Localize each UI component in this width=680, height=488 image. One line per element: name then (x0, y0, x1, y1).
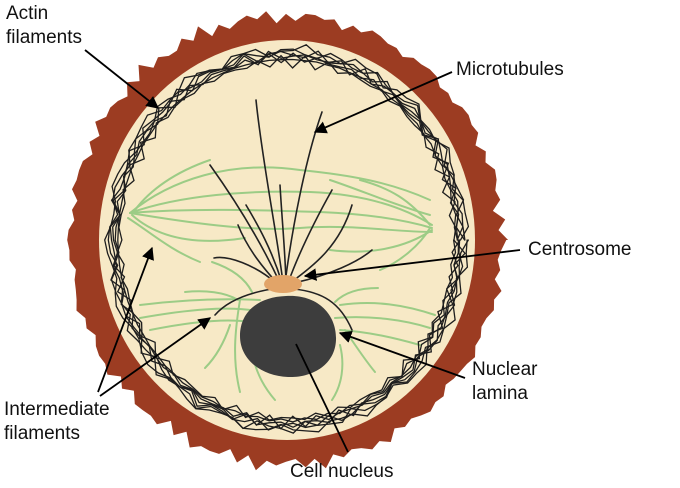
leader-centrosome (303, 249, 521, 281)
leader-cell-nucleus (295, 343, 349, 453)
label-microtubules: Microtubules (456, 59, 564, 80)
label-nuclear-lamina: Nuclear lamina (472, 358, 537, 406)
cell-nucleus (240, 295, 337, 378)
centrosome (264, 275, 302, 293)
label-actin-filaments: Actin filaments (6, 2, 82, 50)
leader-intermediate-1 (97, 246, 154, 393)
label-leader-lines (84, 49, 521, 453)
label-nuclear-line1: Nuclear (472, 359, 538, 380)
leader-actin (84, 49, 159, 109)
label-centrosome: Centrosome (528, 239, 632, 260)
label-intermediate-filaments: Intermediate filaments (4, 398, 110, 446)
label-actin-line1: Actin (6, 3, 49, 24)
leader-nuclear-lamina (338, 330, 466, 379)
label-intermediate-line2: filaments (4, 423, 81, 444)
label-nuclear-line2: lamina (472, 383, 528, 404)
leader-intermediate-2 (99, 317, 212, 397)
leader-microtubules (313, 71, 453, 134)
actin-filament (113, 52, 460, 430)
label-intermediate-line1: Intermediate (4, 399, 110, 420)
cytoplasm (99, 40, 475, 440)
label-actin-line2: filaments (6, 27, 83, 48)
actin-filament (109, 50, 464, 431)
label-cell-nucleus: Cell nucleus (290, 461, 394, 482)
intermediate-filament-network (127, 159, 436, 401)
actin-filament (116, 54, 457, 421)
actin-filament (107, 48, 469, 434)
actin-filament-network (104, 44, 470, 434)
